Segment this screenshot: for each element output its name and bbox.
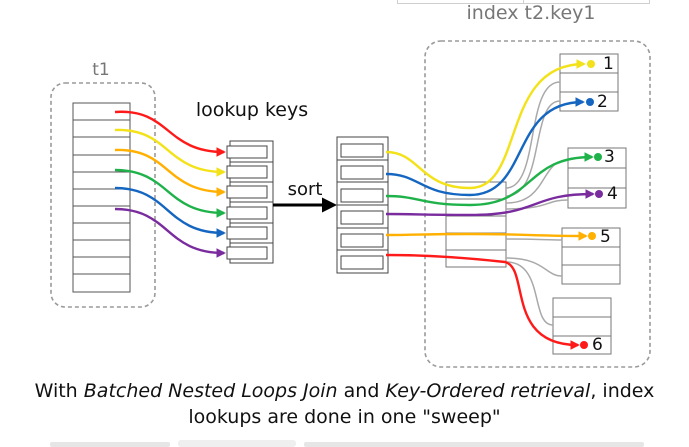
lookup-keys-buffer [226, 140, 274, 264]
caption-line-1: With Batched Nested Loops Join and Key-O… [0, 378, 689, 404]
caption-emphasis: Key-Ordered retrieval [385, 380, 591, 402]
leaf-dot-5 [588, 232, 596, 240]
leaf-dot-3 [594, 153, 602, 161]
curve-green-to-key [114, 168, 226, 218]
leaf-number-1: 1 [603, 54, 614, 74]
text-fragment [304, 442, 644, 447]
curve-yellow-to-key [114, 128, 226, 177]
caption-emphasis: Batched Nested Loops Join [83, 380, 338, 402]
leaf-number-4: 4 [607, 184, 618, 204]
path-purple-to-leaf-4 [385, 189, 595, 217]
path-orange-to-leaf-5 [385, 231, 588, 241]
leaf-number-2: 2 [597, 92, 608, 112]
curve-blue-to-key [114, 186, 226, 238]
sorted-keys-buffer [336, 136, 389, 274]
path-red-to-leaf-6 [385, 253, 580, 350]
diagram-caption: With Batched Nested Loops Join and Key-O… [0, 378, 689, 430]
curve-purple-to-key [114, 207, 226, 258]
batched-key-access-diagram: t1 lookup keys sort [50, 2, 651, 368]
leaf-number-3: 3 [604, 147, 615, 167]
index-root-node [445, 181, 507, 268]
caption-text: , index [590, 380, 655, 402]
curve-orange-to-key [114, 148, 226, 197]
path-yellow-to-leaf-1 [385, 59, 586, 190]
index-frame [424, 40, 651, 368]
t1-rows [72, 102, 131, 293]
leaf-number-6: 6 [592, 335, 603, 355]
inline-code-fragment [178, 440, 296, 447]
leaf-dot-4 [595, 190, 603, 198]
caption-text: With [34, 380, 84, 402]
text-fragment [50, 442, 170, 447]
clipped-body-text [50, 440, 650, 447]
leaf-number-5: 5 [600, 227, 611, 247]
path-green-to-leaf-3 [385, 152, 594, 207]
t1-label: t1 [92, 60, 109, 80]
table-fragment [397, 0, 650, 4]
leaf-dot-1 [587, 60, 595, 68]
path-blue-to-leaf-2 [385, 97, 585, 197]
sort-label: sort [288, 179, 323, 200]
leaf-dot-6 [580, 341, 588, 349]
lookup-keys-label: lookup keys [196, 99, 308, 121]
table-cell [398, 0, 524, 3]
caption-text: and [337, 380, 386, 402]
caption-line-2: lookups are done in one "sweep" [188, 406, 501, 428]
index-label: index t2.key1 [467, 2, 596, 24]
index-connectors [505, 81, 569, 326]
curve-red-to-key [114, 110, 226, 157]
leaf-dot-2 [586, 98, 594, 106]
t1-frame [50, 82, 156, 308]
